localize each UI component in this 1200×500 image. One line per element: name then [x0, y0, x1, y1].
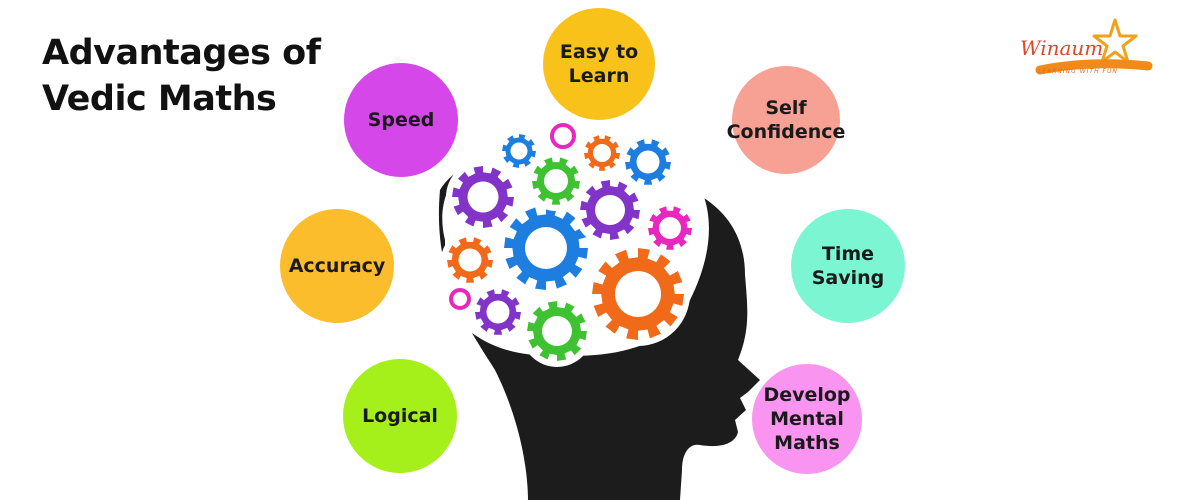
- logo-wordmark: Winaum: [1020, 36, 1104, 60]
- star-icon: [1035, 18, 1153, 75]
- bubble-text-line: Accuracy: [288, 255, 386, 277]
- gear-icon-purple-top: [446, 160, 520, 234]
- bubble-text-line: Maths: [774, 432, 840, 454]
- bubble-text-line: Logical: [362, 405, 438, 427]
- gear-icon-purple-small: [469, 283, 527, 341]
- bubble-text-line: Easy to: [559, 41, 639, 63]
- title-line-2: Vedic Maths: [42, 79, 277, 119]
- ring-icon-pink-left: [449, 288, 471, 310]
- gear-icon-orange-small: [441, 231, 499, 289]
- bubble-text-line: Speed: [367, 109, 435, 131]
- advantage-bubble-4: Accuracy: [280, 209, 394, 323]
- bubble-text-line: Develop: [763, 384, 851, 406]
- bubble-text-line: Saving: [811, 267, 885, 289]
- gear-icon-orange-large: [586, 242, 690, 346]
- gear-icon-orange-top: [578, 129, 626, 177]
- page-title: Advantages of Vedic Maths: [42, 30, 321, 122]
- winaum-logo: Winaum LEARNING WITH FUN: [1010, 14, 1160, 84]
- bubble-text-line: Learn: [568, 65, 630, 87]
- advantage-bubble-2: Speed: [344, 63, 458, 177]
- gear-icon-purple-middle: [574, 174, 646, 246]
- bubble-text-line: Self: [765, 97, 807, 119]
- gear-icon-green-top: [526, 151, 586, 211]
- gear-icon-green-bottom: [521, 295, 593, 367]
- gear-icon-blue-large: [498, 200, 594, 296]
- bubble-text-line: Mental: [770, 408, 844, 430]
- bubble-text-line: Time: [821, 243, 875, 265]
- gear-icon-pink: [642, 200, 698, 256]
- bubble-text-line: Confidence: [726, 121, 846, 143]
- gear-icon-blue-top-right: [619, 133, 677, 191]
- title-line-1: Advantages of: [42, 33, 321, 73]
- ring-icon-pink-top: [550, 123, 576, 149]
- advantage-bubble-6: Logical: [343, 359, 457, 473]
- logo-tagline: LEARNING WITH FUN: [1038, 68, 1118, 75]
- gear-icon-blue-top: [496, 128, 542, 174]
